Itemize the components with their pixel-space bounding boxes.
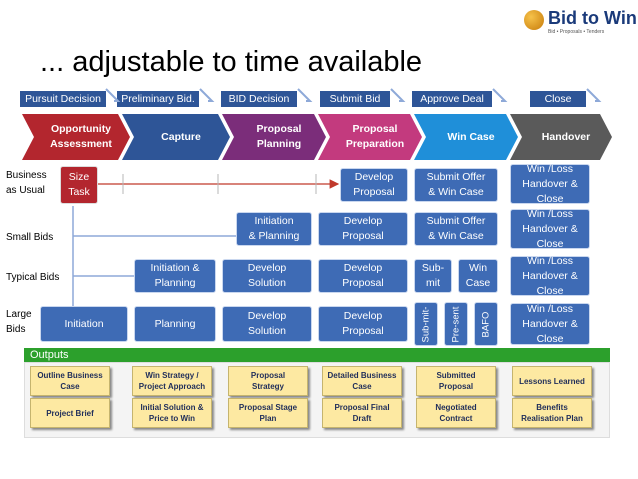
output-win-strategy: Win Strategy /Project Approach (132, 366, 212, 396)
logo-tagline: Bid • Proposals • Tenders (548, 29, 605, 35)
milestone-arrow-5 (492, 88, 508, 102)
milestone-arrow-3 (297, 88, 313, 102)
row-label-typical-bids: Typical Bids (6, 272, 60, 283)
logo: Bid to Win (548, 8, 637, 28)
phase-shape-opportunity (22, 114, 130, 160)
milestone-arrow-2 (199, 88, 215, 102)
large-submit: Sub-mit- (414, 302, 438, 346)
small-initiation-planning: Initiation& Planning (236, 212, 312, 246)
output-project-brief: Project Brief (30, 398, 110, 428)
logo-globe-icon (524, 10, 544, 30)
output-initial-solution: Initial Solution &Price to Win (132, 398, 212, 428)
large-planning: Planning (134, 306, 216, 342)
flow-lines (72, 174, 340, 325)
milestone-submit-bid: Submit Bid (320, 91, 390, 107)
milestone-arrow-4 (390, 88, 406, 102)
milestone-arrow-6 (586, 88, 602, 102)
phase-chevrons (22, 114, 612, 160)
phase-capture: Capture (161, 130, 201, 143)
large-bafo: BAFO (474, 302, 498, 346)
milestone-pursuit-decision: Pursuit Decision (20, 91, 106, 107)
output-lessons-learned: Lessons Learned (512, 366, 592, 396)
phase-shape-handover (510, 114, 612, 160)
outputs-bar (24, 348, 610, 362)
milestone-arrow-1 (105, 88, 121, 102)
milestone-approve-deal: Approve Deal (412, 91, 492, 107)
phase-shape-planning (222, 114, 326, 160)
large-initiation: Initiation (40, 306, 128, 342)
row-label-small-bids: Small Bids (6, 232, 54, 243)
milestone-bid-decision: BID Decision (221, 91, 297, 107)
phase-shape-capture (122, 114, 230, 160)
phase-handover: Handover (541, 130, 591, 143)
milestone-preliminary-bid: Preliminary Bid. (117, 91, 199, 107)
small-submit-offer: Submit Offer& Win Case (414, 212, 498, 246)
typical-initiation-planning: Initiation &Planning (134, 259, 216, 293)
phase-shape-preparation (318, 114, 422, 160)
page-title: ... adjustable to time available (40, 46, 423, 78)
milestone-arrows (105, 88, 602, 102)
typical-submit: Sub-mit (414, 259, 452, 293)
bau-submit-offer: Submit Offer& Win Case (414, 168, 498, 202)
outputs-label: Outputs (30, 349, 69, 361)
phase-win-case: Win Case (447, 130, 495, 143)
phase-shape-wincase (414, 114, 518, 160)
large-present: Pre-sent (444, 302, 468, 346)
milestone-close: Close (530, 91, 586, 107)
